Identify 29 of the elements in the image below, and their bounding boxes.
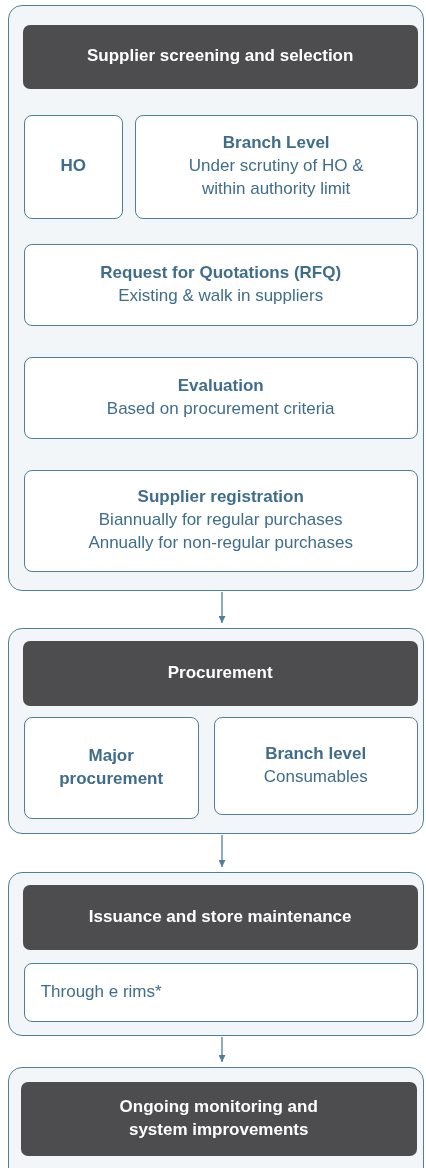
- arrow: [218, 1036, 226, 1063]
- step-title: Branch Level: [222, 132, 330, 155]
- step-box: [23, 356, 418, 439]
- step-box: HO: [23, 114, 123, 219]
- step-box: [134, 114, 418, 219]
- step-title: Request for Quotations (RFQ): [100, 261, 342, 284]
- step-title: Branch level: [265, 742, 367, 765]
- step-box: [23, 469, 418, 572]
- step-description: Based on procurement criteria: [106, 397, 335, 420]
- step-box: [213, 716, 418, 815]
- step-description: Under scrutiny of HO & within authority limit: [187, 155, 365, 201]
- stage-header: Supplier screening and selection: [22, 24, 418, 89]
- step-title: Supplier registration: [137, 486, 304, 509]
- stage-panel: [8, 872, 424, 1036]
- step-box: Through e rims*: [23, 962, 418, 1022]
- step-box: [23, 243, 418, 326]
- stage-header: Issuance and store maintenance: [22, 884, 418, 950]
- step-title: Evaluation: [177, 374, 264, 397]
- step-description: Biannually for regular purchases Annually for non-regular purchases: [87, 509, 354, 555]
- step-description: Consumables: [263, 765, 368, 788]
- step-box: Major procurement: [23, 716, 199, 819]
- stage-header: Ongoing monitoring and system improvements: [20, 1081, 417, 1156]
- stage-panel: [8, 628, 424, 834]
- arrow: [218, 834, 226, 868]
- stage-header: Procurement: [22, 640, 418, 706]
- step-description: Existing & walk in suppliers: [118, 284, 324, 307]
- arrow: [218, 591, 226, 624]
- stage-panel: [8, 1067, 424, 1168]
- stage-panel: [8, 5, 424, 591]
